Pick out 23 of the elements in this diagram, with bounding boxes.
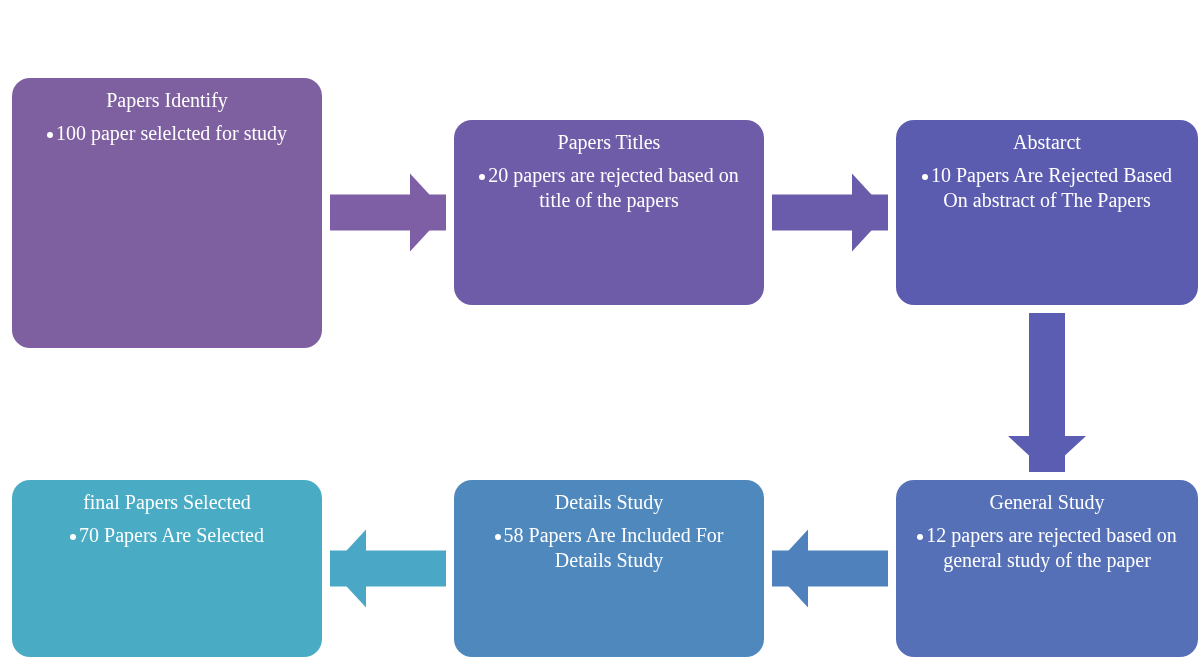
box-heading: Papers Titles [556,130,662,155]
bullet-text: 10 Papers Are Rejected Based On abstract of The Papers [930,164,1172,211]
process-box [896,480,1198,657]
process-box [454,480,764,657]
block-arrow [1008,313,1086,472]
block-arrow [330,529,446,608]
box-heading: Abstarct [1012,130,1082,155]
box-heading: Details Study [553,490,665,515]
bullet-text: 100 paper selelcted for study [55,122,287,144]
box-heading: Papers Identify [105,88,229,113]
bullet-text: 58 Papers Are Included For Details Study [503,524,724,571]
box-heading: final Papers Selected [82,490,252,515]
bullet-text: 20 papers are rejected based on title of the papers [488,164,739,211]
block-arrow [772,173,888,252]
block-arrow [330,173,446,252]
process-box [454,120,764,305]
process-box [12,78,322,348]
bullet-text: 12 papers are rejected based on general study of the paper [926,524,1177,571]
process-box [896,120,1198,305]
block-arrow [772,529,888,608]
process-box [12,480,322,657]
bullet-text: 70 Papers Are Selected [79,524,264,546]
box-heading: General Study [988,490,1106,515]
